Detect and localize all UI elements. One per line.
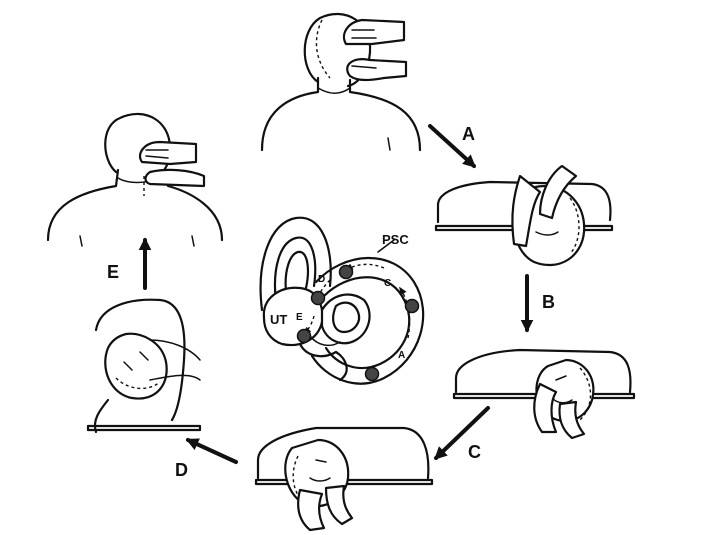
ear-position-a: A [398,350,405,361]
psc-label: PSC [382,232,409,247]
step-label-c: C [468,442,481,462]
ear-position-e: E [296,312,303,323]
arrow-c [434,406,490,460]
figure-supine-head-turned [452,348,636,440]
ut-label: UT [270,312,287,327]
figure-supine-head-hanging [434,164,614,267]
arrow-a [428,124,476,168]
ear-position-c: C [384,278,391,289]
figure-seated-start [260,12,422,152]
otolith-a [404,298,420,314]
step-label-e: E [107,262,119,282]
otolith-c [338,264,354,280]
otolith-e [296,328,312,344]
figure-side-lying [254,426,434,532]
step-label-d: D [175,460,188,480]
otolith-d [310,290,326,306]
arrow-d [185,438,238,464]
ear-position-d: D [318,274,325,285]
figure-sitting-up [86,298,202,434]
inner-ear-diagram: PSC UT A C D E [259,216,425,385]
otolith-base [364,366,380,382]
figure-seated-end [46,112,224,247]
step-label-b: B [542,292,555,312]
step-label-a: A [462,124,475,144]
